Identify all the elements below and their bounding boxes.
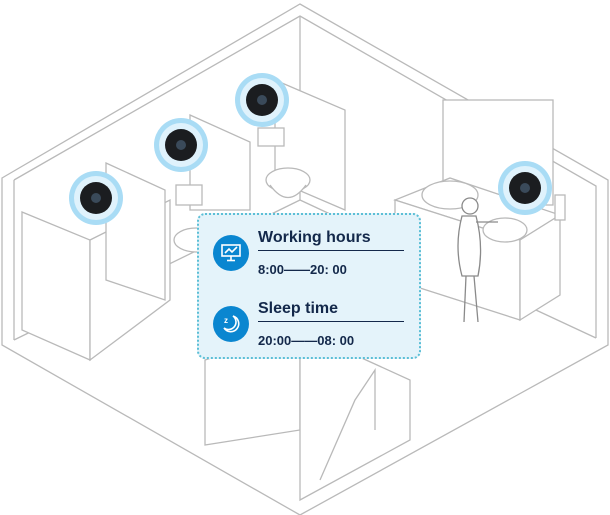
schedule-panel: Working hours 8:00——20: 00 z Sleep time …: [197, 213, 421, 359]
working-hours-time: 8:00——20: 00: [258, 262, 347, 277]
person: [457, 197, 498, 323]
camera-icon: [235, 73, 289, 127]
working-hours-label: Working hours: [258, 229, 404, 251]
sleep-moon-icon: z: [213, 306, 249, 342]
svg-text:z: z: [224, 316, 228, 325]
monitor-chart-icon: [213, 235, 249, 271]
sleep-time-time: 20:00——08: 00: [258, 333, 355, 348]
camera-icon: [154, 118, 208, 172]
camera-icon: [69, 171, 123, 225]
sleep-time-label: Sleep time: [258, 300, 404, 322]
camera-icon: [498, 161, 552, 215]
camera-sensors: [69, 73, 552, 225]
stall-partitions: [21, 79, 411, 502]
